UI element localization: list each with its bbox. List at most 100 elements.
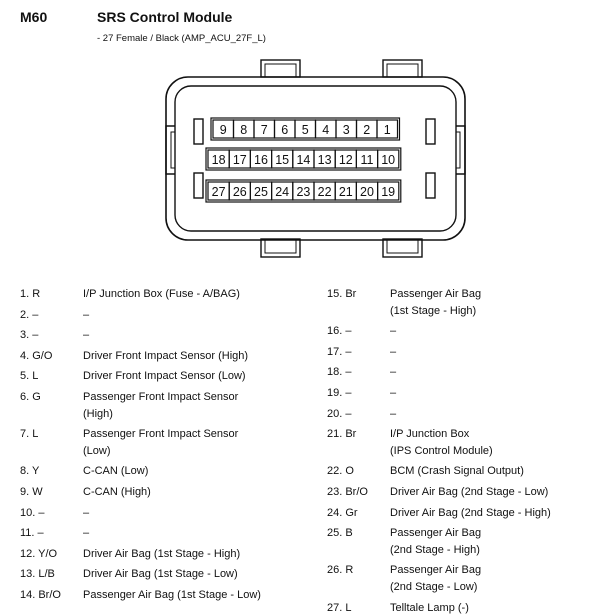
pin-wire: 2. –	[20, 308, 39, 321]
pin-number: 24	[275, 185, 289, 199]
pin-wire: 19. –	[327, 387, 352, 399]
pin-number: 1	[384, 123, 391, 137]
pin-number: 22	[318, 185, 332, 199]
pin-description: –	[390, 325, 397, 338]
pin-description: –	[83, 308, 90, 321]
pin-wire: 7. L	[20, 428, 39, 441]
pin-number: 12	[339, 153, 353, 167]
pin-description: Driver Front Impact Sensor (High)	[83, 349, 249, 362]
pin-number: 10	[381, 153, 395, 167]
pin-wire: 16. –	[327, 325, 352, 338]
pin-number: 21	[339, 185, 353, 199]
pin-wire: 21. Br	[327, 428, 357, 441]
pin-number: 6	[281, 123, 288, 137]
pin-number: 20	[360, 185, 374, 199]
pin-number: 16	[254, 153, 268, 167]
pin-description: –	[390, 407, 397, 420]
pin-wire: 4. G/O	[20, 349, 53, 362]
pin-wire: 20. –	[327, 407, 352, 420]
pin-description: (Low)	[83, 444, 111, 457]
pin-row-frame	[210, 117, 401, 141]
pin-number: 14	[296, 153, 310, 167]
pin-description: Passenger Air Bag (1st Stage - Low)	[83, 589, 261, 601]
pin-wire: 27. L	[327, 601, 352, 614]
pin-description: Passenger Air Bag	[390, 527, 482, 540]
pin-description: Driver Air Bag (1st Stage - High)	[83, 547, 241, 560]
pin-wire: 8. Y	[20, 465, 40, 478]
pin-number: 26	[233, 185, 247, 199]
connector-subtitle: - 27 Female / Black (AMP_ACU_27F_L)	[97, 33, 266, 44]
pin-wire: 14. Br/O	[20, 589, 61, 601]
pin-number: 2	[363, 123, 370, 137]
pin-number: 4	[322, 123, 329, 137]
pin-description: (2nd Stage - High)	[390, 543, 480, 556]
pin-cell	[377, 181, 400, 201]
pin-description: –	[390, 387, 397, 399]
pin-description: C-CAN (Low)	[83, 465, 149, 478]
pin-description: C-CAN (High)	[83, 486, 151, 498]
pin-number: 9	[220, 123, 227, 137]
pin-wire: 23. Br/O	[327, 486, 368, 498]
pin-description: (1st Stage - High)	[390, 304, 477, 317]
pin-number: 25	[254, 185, 268, 199]
pin-number: 11	[361, 153, 374, 167]
pin-description: Driver Air Bag (1st Stage - Low)	[83, 568, 238, 581]
module-title: SRS Control Module	[97, 9, 233, 25]
pin-description: (IPS Control Module)	[390, 444, 493, 457]
pin-wire: 18. –	[327, 366, 352, 379]
bottom-right-tab	[382, 238, 423, 258]
connector-code: M60	[20, 9, 48, 25]
pin-number: 18	[212, 153, 226, 167]
pin-number: 19	[381, 185, 395, 199]
pin-number: 15	[275, 153, 289, 167]
pin-number: 27	[212, 185, 226, 199]
pin-description: –	[83, 527, 90, 540]
pin-row-frame	[205, 179, 402, 203]
pin-wire: 25. B	[327, 527, 353, 540]
pin-number: 23	[296, 185, 310, 199]
pin-wire: 5. L	[20, 370, 39, 383]
pin-cell	[377, 149, 400, 169]
pin-number: 17	[233, 153, 247, 167]
pin-description: Passenger Front Impact Sensor	[83, 391, 239, 403]
pin-description: Telltale Lamp (-)	[390, 601, 469, 614]
bottom-left-tab	[260, 238, 301, 258]
pin-wire: 1. R	[20, 288, 41, 300]
top-left-tab	[260, 59, 301, 78]
pin-description: –	[390, 366, 397, 379]
pin-description: (2nd Stage - Low)	[390, 580, 478, 593]
top-right-tab	[382, 59, 423, 78]
pin-wire: 3. –	[20, 329, 39, 342]
pin-wire: 15. Br	[327, 288, 357, 300]
pin-description: Driver Air Bag (2nd Stage - High)	[390, 506, 551, 519]
pin-wire: 22. O	[327, 465, 354, 478]
pin-number: 3	[343, 123, 350, 137]
pin-description: Passenger Front Impact Sensor	[83, 428, 239, 441]
pin-row-frame	[205, 147, 402, 171]
pin-description: Driver Air Bag (2nd Stage - Low)	[390, 486, 549, 498]
pin-wire: 13. L/B	[20, 568, 55, 581]
pin-wire: 10. –	[20, 506, 45, 519]
pin-wire: 6. G	[20, 391, 41, 403]
pin-description: –	[83, 506, 90, 519]
pin-wire: 11. –	[20, 527, 44, 540]
pin-number: 8	[240, 123, 247, 137]
pin-cell	[376, 119, 399, 139]
pin-description: –	[83, 329, 90, 342]
pin-description: Passenger Air Bag	[390, 288, 482, 300]
pin-description: (High)	[83, 407, 113, 420]
pin-description: I/P Junction Box (Fuse - A/BAG)	[83, 288, 240, 300]
pin-wire: 17. –	[327, 345, 352, 358]
pin-description: Passenger Air Bag	[390, 564, 482, 577]
pin-number: 13	[318, 153, 332, 167]
pin-description: I/P Junction Box	[390, 428, 470, 441]
pin-number: 7	[261, 123, 268, 137]
pin-wire: 9. W	[20, 486, 43, 498]
pin-description: BCM (Crash Signal Output)	[390, 465, 524, 478]
pin-description: –	[390, 345, 397, 358]
pin-number: 5	[302, 123, 309, 137]
pin-description: Driver Front Impact Sensor (Low)	[83, 370, 246, 383]
pin-wire: 12. Y/O	[20, 547, 58, 560]
pin-wire: 24. Gr	[327, 506, 358, 519]
